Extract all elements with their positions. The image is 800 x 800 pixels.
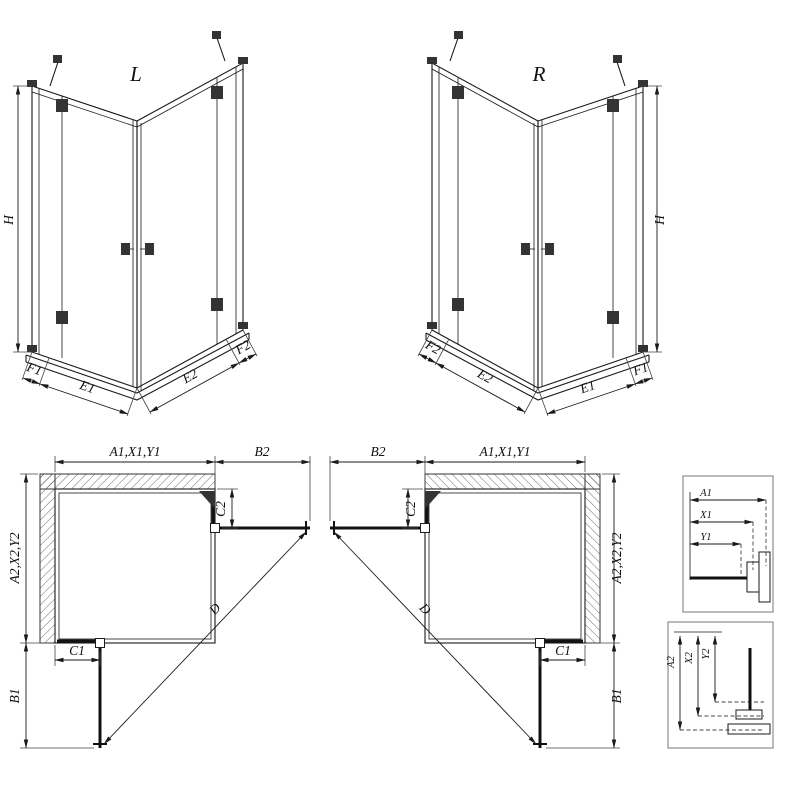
dim-label-h-left: H	[1, 214, 16, 226]
dim-label-d-left: D	[205, 600, 223, 618]
detail-label-a1: A1	[699, 488, 712, 499]
elevation-right-view: R H F2 E2 E1 F1	[418, 31, 667, 416]
dim-label-b2-left: B2	[255, 444, 270, 459]
elevation-right-linework	[418, 31, 662, 416]
dim-label-f1-left: F1	[24, 359, 44, 378]
detail-label-x2: X2	[684, 651, 695, 664]
dim-label-f1-right: F1	[630, 359, 650, 378]
dim-label-f2-right: F2	[422, 336, 443, 357]
detail-depth-measurement: A2 X2 Y2	[666, 621, 774, 749]
dim-label-f2-left: F2	[232, 337, 253, 358]
plan-right-linework	[330, 456, 620, 748]
dim-label-e2-right: E2	[474, 365, 495, 386]
elevation-left-view: L H F1 E1 E2 F2	[1, 31, 257, 416]
dim-label-c1-right: C1	[555, 643, 571, 658]
dim-label-b2-right: B2	[371, 444, 386, 459]
detail-label-x1: X1	[699, 510, 712, 521]
dim-label-h-right: H	[652, 214, 667, 226]
dim-label-a1x1y1-left: A1,X1,Y1	[108, 444, 160, 459]
detail-label-a2: A2	[666, 655, 677, 668]
dim-label-e1-left: E1	[77, 377, 97, 396]
dim-label-c2-left: C2	[213, 501, 228, 517]
dim-label-a2x2y2-left: A2,X2,Y2	[7, 532, 22, 584]
variant-label-right: R	[532, 62, 546, 86]
dim-label-b1-right: B1	[609, 689, 624, 704]
dim-label-d-right: D	[416, 599, 434, 617]
variant-label-left: L	[129, 62, 142, 86]
dim-label-c1-left: C1	[69, 643, 85, 658]
detail-label-y1: Y1	[700, 532, 711, 543]
dim-label-e1-right: E1	[577, 377, 597, 396]
plan-left-view: A1,X1,Y1 B2 A2,X2,Y2 B1 C2 C1 D	[7, 444, 310, 748]
dim-label-b1-left: B1	[7, 689, 22, 704]
dim-label-a1x1y1-right: A1,X1,Y1	[478, 444, 530, 459]
detail-label-y2: Y2	[701, 648, 712, 660]
plan-right-view: A1,X1,Y1 B2 A2,X2,Y2 B1 C2 C1 D	[330, 444, 624, 748]
dim-label-a2x2y2-right: A2,X2,Y2	[609, 532, 624, 584]
dim-label-e2-left: E2	[179, 366, 200, 387]
dim-label-c2-right: C2	[403, 501, 418, 517]
plan-left-linework	[20, 456, 310, 748]
detail-width-measurement: A1 X1 Y1	[682, 475, 774, 613]
elevation-left-linework	[13, 31, 257, 416]
